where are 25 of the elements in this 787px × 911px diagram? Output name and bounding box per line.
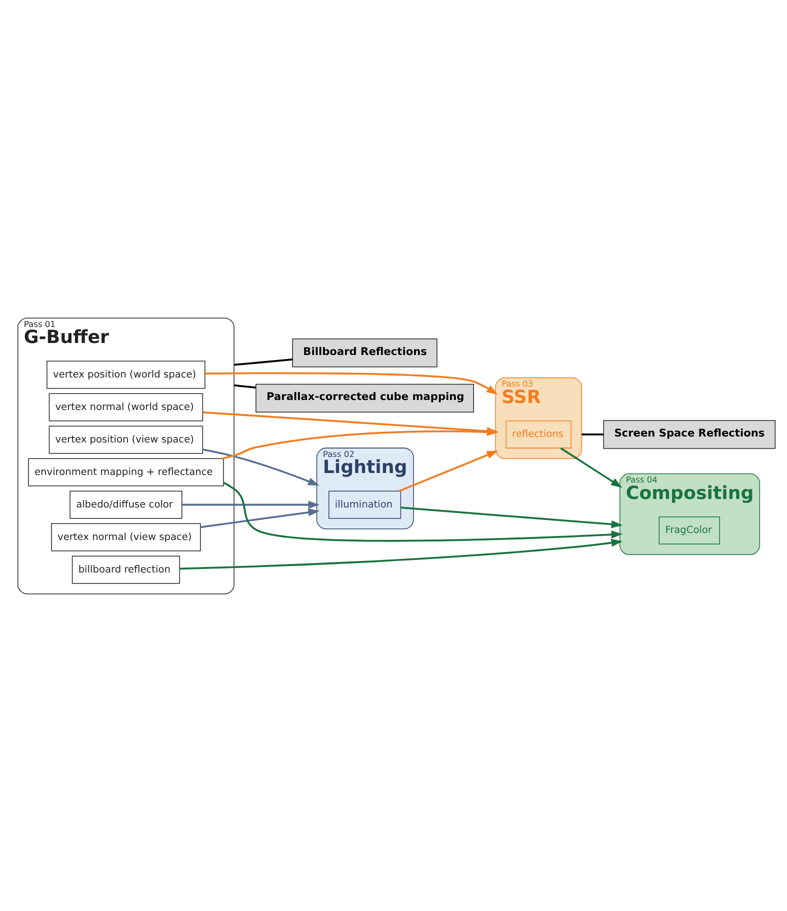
connector xyxy=(582,433,604,435)
node-box: vertex normal (world space) xyxy=(48,392,204,421)
arrow xyxy=(560,446,622,488)
arrow xyxy=(200,508,320,528)
node-box: reflections xyxy=(506,420,572,448)
node-box: billboard reflection xyxy=(72,555,180,584)
node-box: albedo/diffuse color xyxy=(70,490,182,518)
arrow xyxy=(182,500,320,508)
node-box: environment mapping + reflectance xyxy=(28,458,224,486)
arrow xyxy=(223,481,623,542)
connector xyxy=(234,384,256,388)
node-box: illumination xyxy=(328,490,402,518)
node-box: vertex normal (view space) xyxy=(51,522,201,551)
arrow xyxy=(400,506,623,528)
arrow xyxy=(398,450,498,492)
connector xyxy=(234,358,293,366)
arrow xyxy=(180,538,623,570)
node-box: Parallax-corrected cube mapping xyxy=(256,383,474,412)
node-box: Billboard Reflections xyxy=(292,338,438,367)
node-box: Screen Space Reflections xyxy=(603,420,776,448)
arrow xyxy=(204,372,498,394)
node-box: FragColor xyxy=(658,516,720,544)
node-box: vertex position (world space) xyxy=(46,360,206,388)
node-box: vertex position (view space) xyxy=(48,425,204,454)
arrow xyxy=(202,448,320,486)
